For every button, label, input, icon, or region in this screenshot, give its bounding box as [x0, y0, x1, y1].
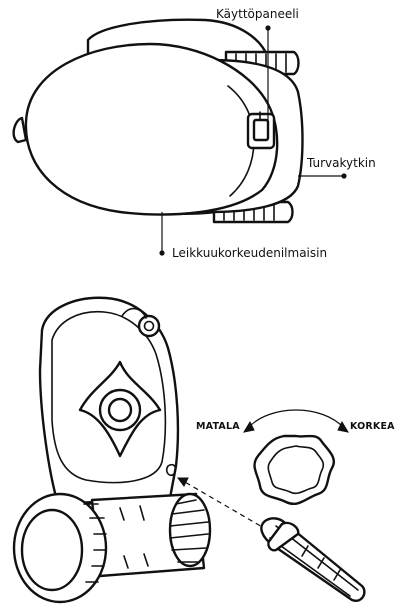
- mower-top-view: [14, 20, 303, 222]
- adjuster-roller-assembly: [14, 494, 210, 602]
- height-adjust-housing: [40, 298, 178, 504]
- label-height-low: MATALA: [196, 422, 240, 432]
- insertion-arrowhead: [178, 478, 188, 486]
- height-adjust-tool: [261, 518, 364, 600]
- roller-left-face: [22, 510, 82, 590]
- label-cutting-height-indicator: Leikkuukorkeudenilmaisin: [172, 247, 327, 259]
- label-height-high: KORKEA: [350, 422, 395, 432]
- adjuster-knob-top: [139, 316, 159, 336]
- mower-front-bump: [14, 118, 26, 142]
- label-control-panel: Käyttöpaneeli: [216, 8, 299, 20]
- adjuster-dial-center: [109, 399, 131, 421]
- label-safety-switch: Turvakytkin: [307, 157, 376, 169]
- control-panel-button: [254, 120, 268, 140]
- height-direction-arrow: [244, 410, 348, 432]
